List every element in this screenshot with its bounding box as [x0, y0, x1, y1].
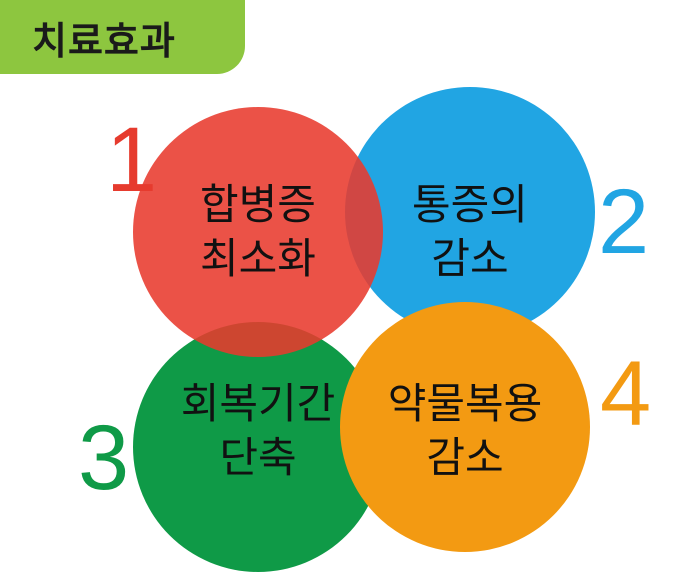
label-line: 약물복용 — [387, 379, 543, 428]
circle-complication-minimization — [133, 107, 383, 357]
label-line: 감소 — [431, 234, 509, 283]
label-line: 회복기간 — [180, 379, 336, 428]
number-2: 2 — [598, 171, 650, 273]
number-4: 4 — [600, 343, 652, 445]
number-3: 3 — [78, 407, 130, 509]
label-recovery-shortening: 회복기간 단축 — [133, 377, 383, 485]
label-medication-reduction: 약물복용 감소 — [340, 377, 590, 485]
number-1: 1 — [106, 109, 158, 211]
label-line: 최소화 — [200, 234, 316, 283]
label-line: 통증의 — [412, 180, 528, 229]
page-title: 치료효과 — [32, 18, 176, 63]
circle-pain-reduction — [345, 87, 595, 337]
label-pain-reduction: 통증의 감소 — [345, 178, 595, 286]
label-line: 감소 — [426, 433, 504, 482]
label-complication-minimization: 합병증 최소화 — [133, 178, 383, 286]
title-tab: 치료효과 — [0, 0, 245, 74]
label-line: 합병증 — [200, 180, 316, 229]
label-line: 단축 — [219, 433, 297, 482]
circle-medication-reduction — [340, 302, 590, 552]
